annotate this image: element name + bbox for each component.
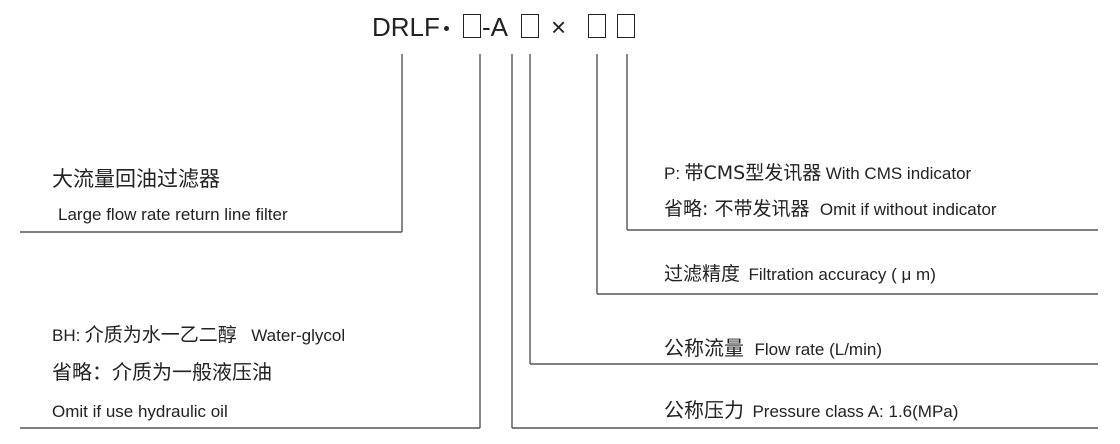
- pressure-en: Pressure class A: 1.6(MPa): [752, 402, 959, 421]
- indicator-p-prefix: P:: [664, 164, 681, 183]
- indicator-p-line: P: 带CMS型发讯器 With CMS indicator: [664, 164, 971, 183]
- type-label-en: Large flow rate return line filter: [58, 205, 288, 224]
- indicator-omit-line: 省略: 不带发讯器 Omit if without indicator: [664, 200, 997, 219]
- medium-bh-cn: 介质为水一乙二醇: [84, 324, 237, 346]
- indicator-omit-cn: 省略: 不带发讯器: [664, 198, 810, 220]
- pressure-line: 公称压力 Pressure class A: 1.6(MPa): [664, 400, 958, 421]
- accuracy-line: 过滤精度 Filtration accuracy ( μ m): [664, 265, 936, 284]
- flow-en: Flow rate (L/min): [754, 340, 882, 359]
- indicator-p-cn: 带CMS型发讯器: [684, 162, 822, 184]
- medium-omit-cn: 省略：介质为一般液压油: [52, 360, 272, 384]
- code-separator-dot: [444, 26, 449, 31]
- indicator-p-en: With CMS indicator: [825, 164, 972, 183]
- accuracy-cn: 过滤精度: [664, 263, 741, 285]
- code-times-sign: ×: [551, 12, 567, 42]
- placeholder-box-flow: [521, 14, 539, 38]
- medium-bh-en: Water-glycol: [251, 326, 346, 345]
- accuracy-en: Filtration accuracy ( μ m): [748, 265, 936, 284]
- medium-bh-line: BH: 介质为水一乙二醇 Water-glycol: [52, 326, 345, 345]
- type-label-cn: 大流量回油过滤器: [52, 167, 220, 191]
- medium-bh-prefix: BH:: [52, 326, 81, 345]
- medium-omit-en: Omit if use hydraulic oil: [52, 402, 228, 421]
- flow-cn: 公称流量: [664, 336, 744, 360]
- flow-line: 公称流量 Flow rate (L/min): [664, 338, 882, 359]
- code-dash-a: -A: [482, 12, 508, 42]
- placeholder-box-medium: [463, 14, 481, 38]
- placeholder-box-accuracy: [588, 14, 606, 38]
- indicator-omit-en: Omit if without indicator: [819, 200, 997, 219]
- code-prefix: DRLF: [372, 12, 440, 42]
- pressure-cn: 公称压力: [664, 398, 744, 422]
- placeholder-box-indicator: [617, 14, 635, 38]
